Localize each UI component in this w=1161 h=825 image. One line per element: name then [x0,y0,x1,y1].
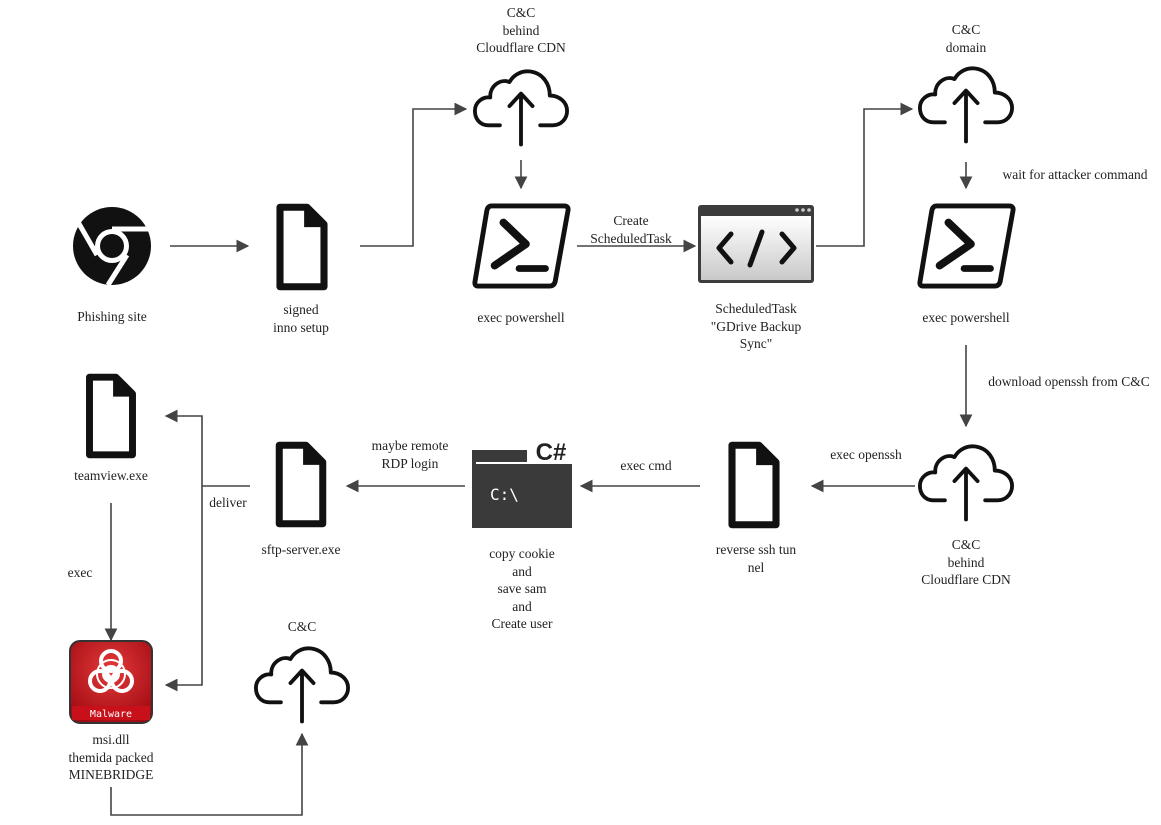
chrome-icon [73,207,151,287]
malware-biohazard-icon: Malware [69,640,153,724]
edge-to-malware [164,486,203,692]
label-exec-powershell: exec powershell [477,310,565,325]
cnc-cloud-icon [254,646,350,724]
label-sftp-server: sftp-server.exe [261,542,341,557]
reverse-ssh-file-icon [732,445,776,524]
label-cnc: C&C [287,619,317,634]
inno-setup-file-icon [280,207,324,286]
edge-malware-cc4 [110,732,309,816]
cmd-csharp-icon: C# C:\ [472,439,575,528]
cmd-prompt-text: C:\ [490,485,519,504]
code-window-icon [698,205,814,283]
cnc-domain-cloud-icon [918,66,1014,144]
powershell-icon [475,206,568,286]
malware-badge: Malware [90,709,132,720]
sftp-server-file-icon [279,445,323,524]
edge-inno-cc1 [360,102,468,247]
cnc-cloudflare-cloud-icon [473,69,569,147]
edge-task-cc2 [816,102,914,247]
label-exec-powershell-2: exec powershell [922,310,1010,325]
label-teamview: teamview.exe [74,468,148,483]
cnc-cloudflare-cloud-icon-2 [918,444,1014,522]
csharp-badge: C# [536,439,567,466]
edge-to-teamview [164,409,203,486]
powershell-icon-2 [920,206,1013,286]
edge-label-exec-openssh: exec openssh [830,447,902,462]
teamview-file-icon [90,377,133,455]
edge-label-download-openssh: download openssh from C&C [988,374,1150,389]
edge-label-exec: exec [67,565,93,580]
edge-label-wait-command: wait for attacker command [1002,167,1148,182]
edge-label-exec-cmd: exec cmd [620,458,672,473]
edge-label-deliver: deliver [209,495,247,510]
label-phishing-site: Phishing site [77,309,147,324]
